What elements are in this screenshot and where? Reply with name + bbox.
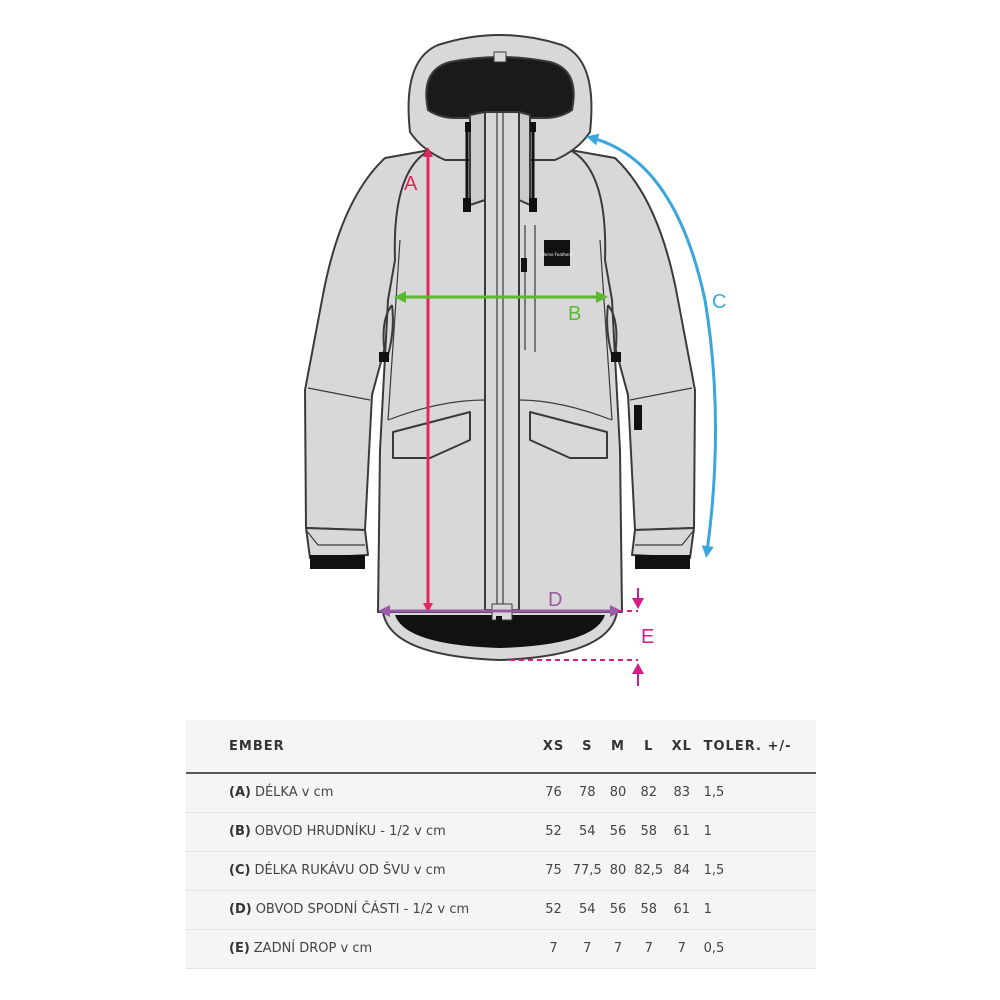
- jacket-measurement-diagram: Horse Feathers A B C D E: [304, 34, 726, 686]
- size-value-cell: 58: [629, 890, 668, 930]
- size-value-cell: 78: [568, 773, 607, 813]
- size-table-header-row: EMBER XS S M L XL TOLER. +/-: [186, 720, 816, 774]
- brand-patch-text: Horse Feathers: [542, 252, 572, 257]
- measure-a-label: A: [404, 173, 418, 195]
- tolerance-value-cell: 1,5: [695, 851, 816, 891]
- size-header-m: M: [606, 720, 630, 774]
- size-value-cell: 7: [667, 929, 696, 969]
- size-value-cell: 82,5: [629, 851, 668, 891]
- tolerance-value-cell: 1: [695, 890, 816, 930]
- size-value-cell: 82: [629, 773, 668, 813]
- measurement-label: (B)OBVOD HRUDNÍKU - 1/2 v cm: [186, 812, 539, 852]
- size-value-cell: 54: [568, 812, 607, 852]
- product-name-header: EMBER: [186, 720, 539, 774]
- measure-c-label: C: [712, 291, 726, 313]
- measure-d-label: D: [548, 589, 562, 611]
- hood-logo: [493, 51, 507, 63]
- size-value-cell: 80: [606, 851, 630, 891]
- tolerance-value-cell: 1,5: [695, 773, 816, 813]
- size-value-cell: 56: [606, 812, 630, 852]
- size-value-cell: 77,5: [568, 851, 607, 891]
- measurement-label: (D)OBVOD SPODNÍ ČÁSTI - 1/2 v cm: [186, 890, 539, 930]
- size-value-cell: 54: [568, 890, 607, 930]
- measurement-name: DÉLKA RUKÁVU OD ŠVU v cm: [254, 863, 446, 878]
- size-value-cell: 52: [538, 812, 569, 852]
- back-hem-lining: [395, 615, 605, 648]
- measurement-name: DÉLKA v cm: [254, 785, 334, 801]
- size-value-cell: 61: [667, 812, 696, 852]
- measurement-label: (C)DÉLKA RUKÁVU OD ŠVU v cm: [186, 851, 539, 891]
- size-chart-table: EMBER XS S M L XL TOLER. +/- (A)DÉLKA v …: [186, 720, 816, 969]
- size-header-l: L: [629, 720, 668, 774]
- measurement-name: OBVOD HRUDNÍKU - 1/2 v cm: [254, 824, 446, 839]
- size-value-cell: 80: [606, 773, 630, 813]
- size-value-cell: 58: [629, 812, 668, 852]
- size-value-cell: 7: [538, 929, 569, 969]
- measurement-code: (D): [229, 902, 252, 917]
- measure-e-indicator: [510, 588, 644, 686]
- measurement-code: (C): [229, 863, 251, 878]
- size-value-cell: 83: [667, 773, 696, 813]
- tolerance-value-cell: 1: [695, 812, 816, 852]
- size-header-s: S: [568, 720, 607, 774]
- size-value-cell: 76: [538, 773, 569, 813]
- brand-patch: Horse Feathers: [542, 240, 572, 266]
- measurement-name: ZADNÍ DROP v cm: [253, 941, 373, 956]
- tolerance-header: TOLER. +/-: [695, 720, 816, 774]
- hood-opening: [425, 56, 575, 119]
- left-cuff: [305, 527, 369, 559]
- size-value-cell: 61: [667, 890, 696, 930]
- measurement-code: (A): [229, 785, 251, 801]
- size-value-cell: 56: [606, 890, 630, 930]
- front-placket: [484, 111, 520, 611]
- right-cuff: [631, 527, 695, 559]
- measurement-code: (B): [229, 824, 251, 839]
- size-header-xl: XL: [667, 720, 696, 774]
- size-value-cell: 7: [606, 929, 630, 969]
- size-value-cell: 75: [538, 851, 569, 891]
- measure-b-label: B: [568, 303, 581, 325]
- size-value-cell: 7: [568, 929, 607, 969]
- measure-e-label: E: [641, 626, 654, 648]
- measurement-label: (A)DÉLKA v cm: [186, 773, 539, 813]
- size-value-cell: 7: [629, 929, 668, 969]
- measurement-name: OBVOD SPODNÍ ČÁSTI - 1/2 v cm: [255, 902, 470, 917]
- size-header-xs: XS: [538, 720, 569, 774]
- measurement-code: (E): [229, 941, 250, 956]
- size-value-cell: 84: [667, 851, 696, 891]
- measurement-label: (E)ZADNÍ DROP v cm: [186, 929, 539, 969]
- tolerance-value-cell: 0,5: [695, 929, 816, 969]
- measure-c-line: [586, 133, 717, 558]
- jacket-illustration: [304, 34, 696, 661]
- size-value-cell: 52: [538, 890, 569, 930]
